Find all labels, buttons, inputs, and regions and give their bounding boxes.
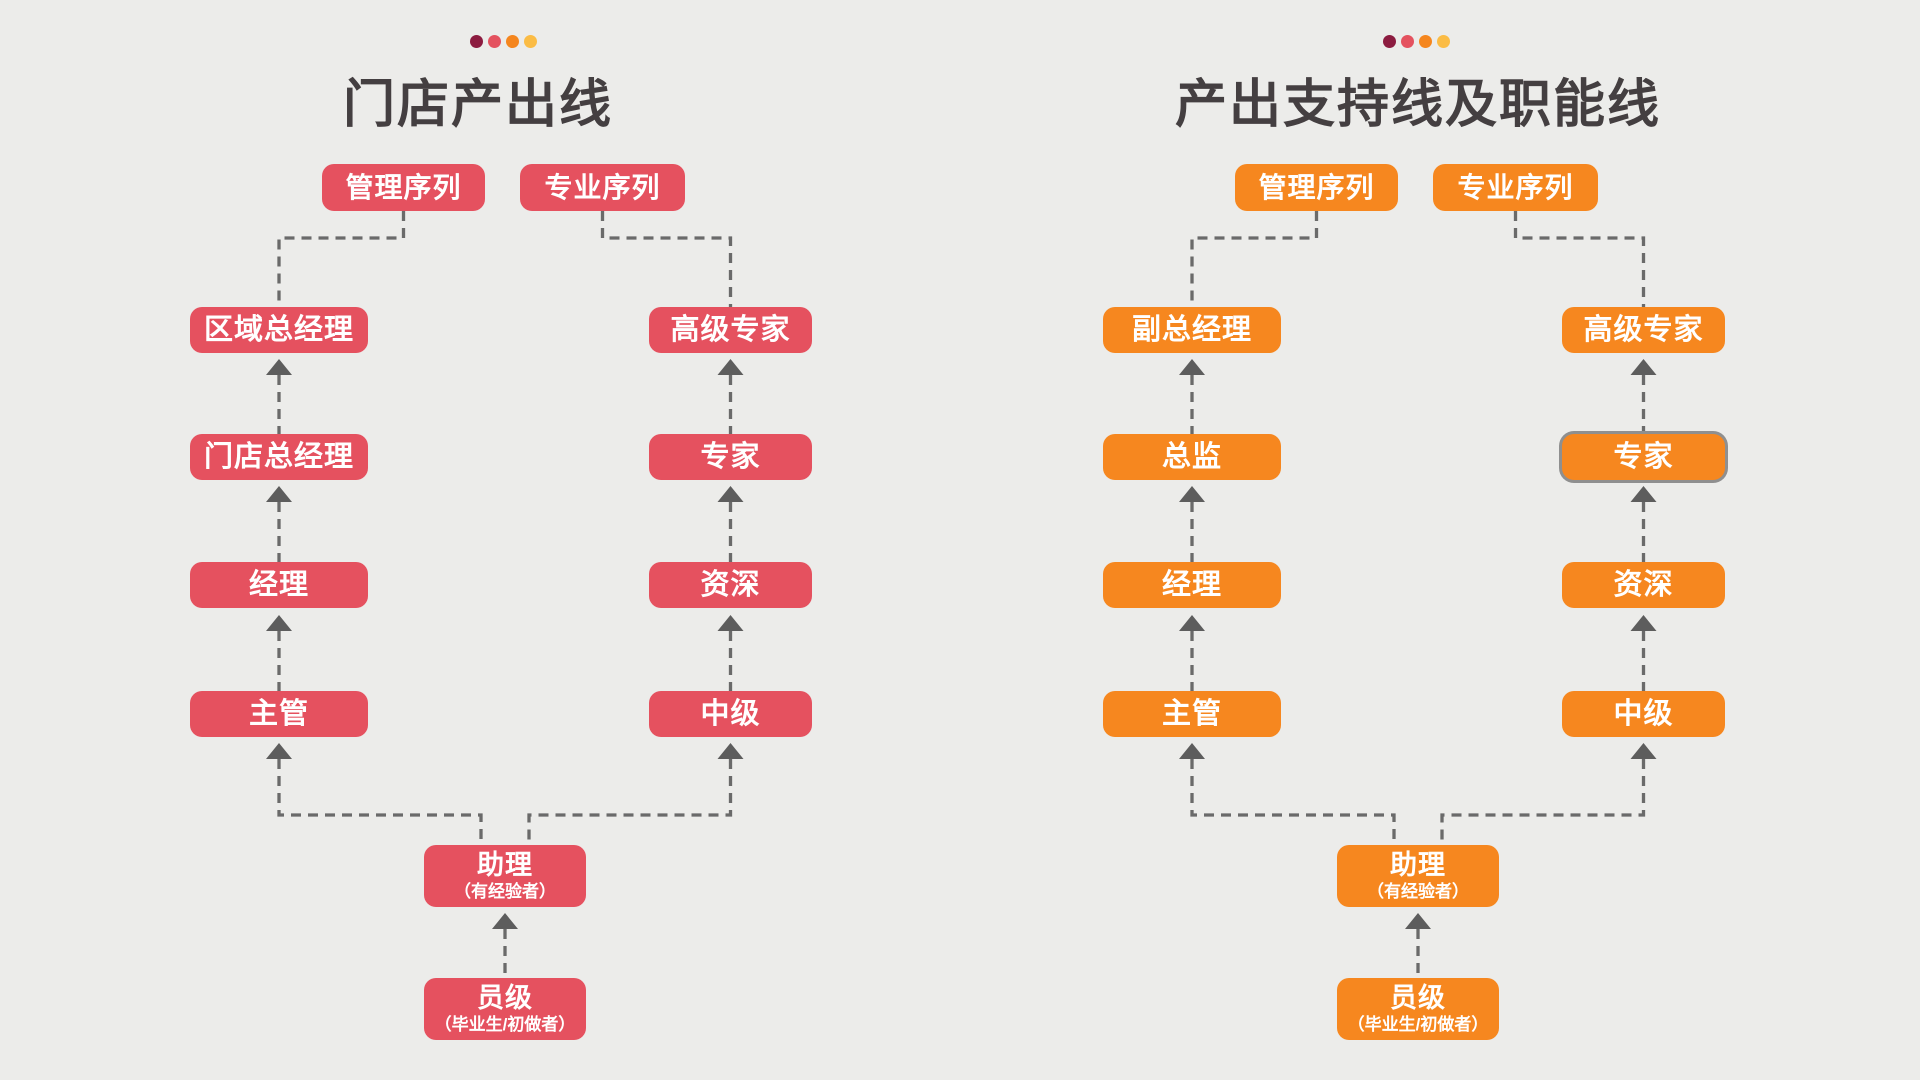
ladder-box-regional-gm: 区域总经理 [190, 307, 368, 353]
accent-dot-amber [1437, 35, 1450, 48]
staff-level-box-right: 员级 （毕业生/初做者） [1337, 978, 1499, 1040]
ladder-box-supervisor-right: 主管 [1103, 691, 1281, 737]
ladder-box-senior-left: 资深 [649, 562, 812, 608]
sequence-box-management-right: 管理序列 [1235, 164, 1398, 211]
ladder-box-deputy-gm: 副总经理 [1103, 307, 1281, 353]
panel-title-store-output: 门店产出线 [342, 76, 613, 134]
ladder-box-intermediate-right: 中级 [1562, 691, 1725, 737]
ladder-box-manager-left: 经理 [190, 562, 368, 608]
staff-note: （毕业生/初做者） [434, 1015, 576, 1035]
staff-label: 员级 [1390, 982, 1446, 1013]
ladder-box-store-gm: 门店总经理 [190, 434, 368, 480]
accent-dot-red [1401, 35, 1414, 48]
ladder-box-senior-expert-right: 高级专家 [1562, 307, 1725, 353]
ladder-box-manager-right: 经理 [1103, 562, 1281, 608]
assistant-label: 助理 [1390, 849, 1446, 880]
assistant-note: （有经验者） [454, 882, 556, 902]
ladder-box-director: 总监 [1103, 434, 1281, 480]
accent-dot-maroon [470, 35, 483, 48]
sequence-box-professional-right: 专业序列 [1433, 164, 1598, 211]
accent-dots-right [1383, 35, 1450, 48]
accent-dots-left [470, 35, 537, 48]
assistant-note: （有经验者） [1367, 882, 1469, 902]
staff-label: 员级 [477, 982, 533, 1013]
ladder-box-senior-right: 资深 [1562, 562, 1725, 608]
accent-dot-orange [506, 35, 519, 48]
sequence-box-professional-left: 专业序列 [520, 164, 685, 211]
ladder-box-expert-left: 专家 [649, 434, 812, 480]
assistant-box-right: 助理 （有经验者） [1337, 845, 1499, 907]
accent-dot-amber [524, 35, 537, 48]
assistant-label: 助理 [477, 849, 533, 880]
ladder-box-intermediate-left: 中级 [649, 691, 812, 737]
staff-note: （毕业生/初做者） [1347, 1015, 1489, 1035]
sequence-box-management-left: 管理序列 [322, 164, 485, 211]
accent-dot-red [488, 35, 501, 48]
assistant-box-left: 助理 （有经验者） [424, 845, 586, 907]
ladder-box-expert-right: 专家 [1562, 434, 1725, 480]
accent-dot-orange [1419, 35, 1432, 48]
panel-title-support-functional: 产出支持线及职能线 [1174, 76, 1661, 134]
ladder-box-supervisor-left: 主管 [190, 691, 368, 737]
accent-dot-maroon [1383, 35, 1396, 48]
staff-level-box-left: 员级 （毕业生/初做者） [424, 978, 586, 1040]
ladder-box-senior-expert-left: 高级专家 [649, 307, 812, 353]
